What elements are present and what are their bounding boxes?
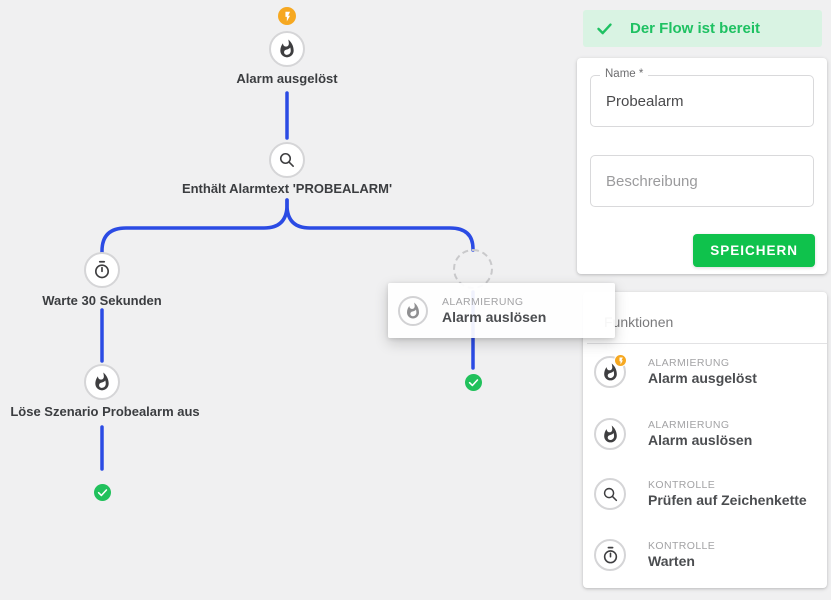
function-category: KONTROLLE (648, 540, 716, 552)
description-placeholder: Beschreibung (606, 172, 698, 190)
connector-branch-left (100, 198, 289, 254)
status-banner: Der Flow ist bereit (583, 10, 822, 47)
function-label: Alarm auslösen (648, 432, 753, 448)
function-icon-circle (594, 354, 627, 388)
check-icon (597, 23, 612, 35)
function-category: ALARMIERUNG (648, 419, 730, 431)
function-icon-circle (398, 295, 428, 326)
drag-card-category: ALARMIERUNG (442, 295, 524, 308)
search-icon (603, 487, 617, 501)
flame-icon (603, 425, 617, 442)
function-item-pruefen[interactable]: KONTROLLE Prüfen auf Zeichenkette (594, 474, 819, 514)
dragged-function-card[interactable]: ALARMIERUNG Alarm auslösen (388, 283, 615, 338)
function-item-alarm-ausloesen[interactable]: ALARMIERUNG Alarm auslösen (594, 414, 819, 454)
node-loese-szenario[interactable] (84, 364, 120, 400)
name-field-value: Probealarm (606, 92, 684, 110)
function-icon-circle (594, 539, 626, 571)
function-label: Alarm ausgelöst (648, 370, 757, 386)
function-icon-circle (594, 418, 626, 450)
function-item-alarm-ausgeloest[interactable]: ALARMIERUNG Alarm ausgelöst (594, 352, 819, 392)
lightning-icon (619, 357, 623, 364)
function-category: KONTROLLE (648, 479, 716, 491)
node-warte[interactable] (84, 252, 120, 288)
lightning-badge (614, 354, 627, 367)
description-field[interactable]: Beschreibung (590, 155, 814, 207)
connector-branch-right (285, 198, 475, 252)
flow-end-marker (465, 374, 482, 391)
lightning-badge (278, 7, 296, 25)
node-label-alarm-ausgeloest: Alarm ausgelöst (236, 71, 338, 86)
node-label-enthaelt-alarmtext: Enthält Alarmtext 'PROBEALARM' (181, 181, 393, 196)
name-field-label: Name * (600, 68, 649, 80)
function-label: Warten (648, 553, 695, 569)
status-banner-text: Der Flow ist bereit (630, 20, 761, 37)
flow-settings-card: Name * Probealarm Beschreibung SPEICHERN (577, 58, 827, 274)
functions-panel: Funktionen ALARMIERUNG Alarm ausgelöst (583, 292, 827, 588)
function-category: ALARMIERUNG (648, 357, 730, 369)
stopwatch-icon (603, 546, 617, 563)
divider (587, 343, 827, 344)
node-label-warte: Warte 30 Sekunden (42, 293, 162, 308)
node-enthaelt-alarmtext[interactable] (269, 142, 305, 178)
functions-panel-title: Funktionen (604, 314, 674, 330)
drag-card-label: Alarm auslösen (442, 308, 547, 325)
name-field[interactable]: Name * Probealarm (590, 68, 814, 127)
function-item-warten[interactable]: KONTROLLE Warten (594, 535, 819, 575)
save-button[interactable]: SPEICHERN (693, 234, 815, 267)
node-label-loese-szenario: Löse Szenario Probealarm aus (10, 404, 200, 419)
flame-icon (407, 302, 419, 318)
node-alarm-ausgeloest[interactable] (269, 31, 305, 67)
function-label: Prüfen auf Zeichenkette (648, 492, 807, 508)
function-icon-circle (594, 478, 626, 510)
flow-end-marker (94, 484, 111, 501)
